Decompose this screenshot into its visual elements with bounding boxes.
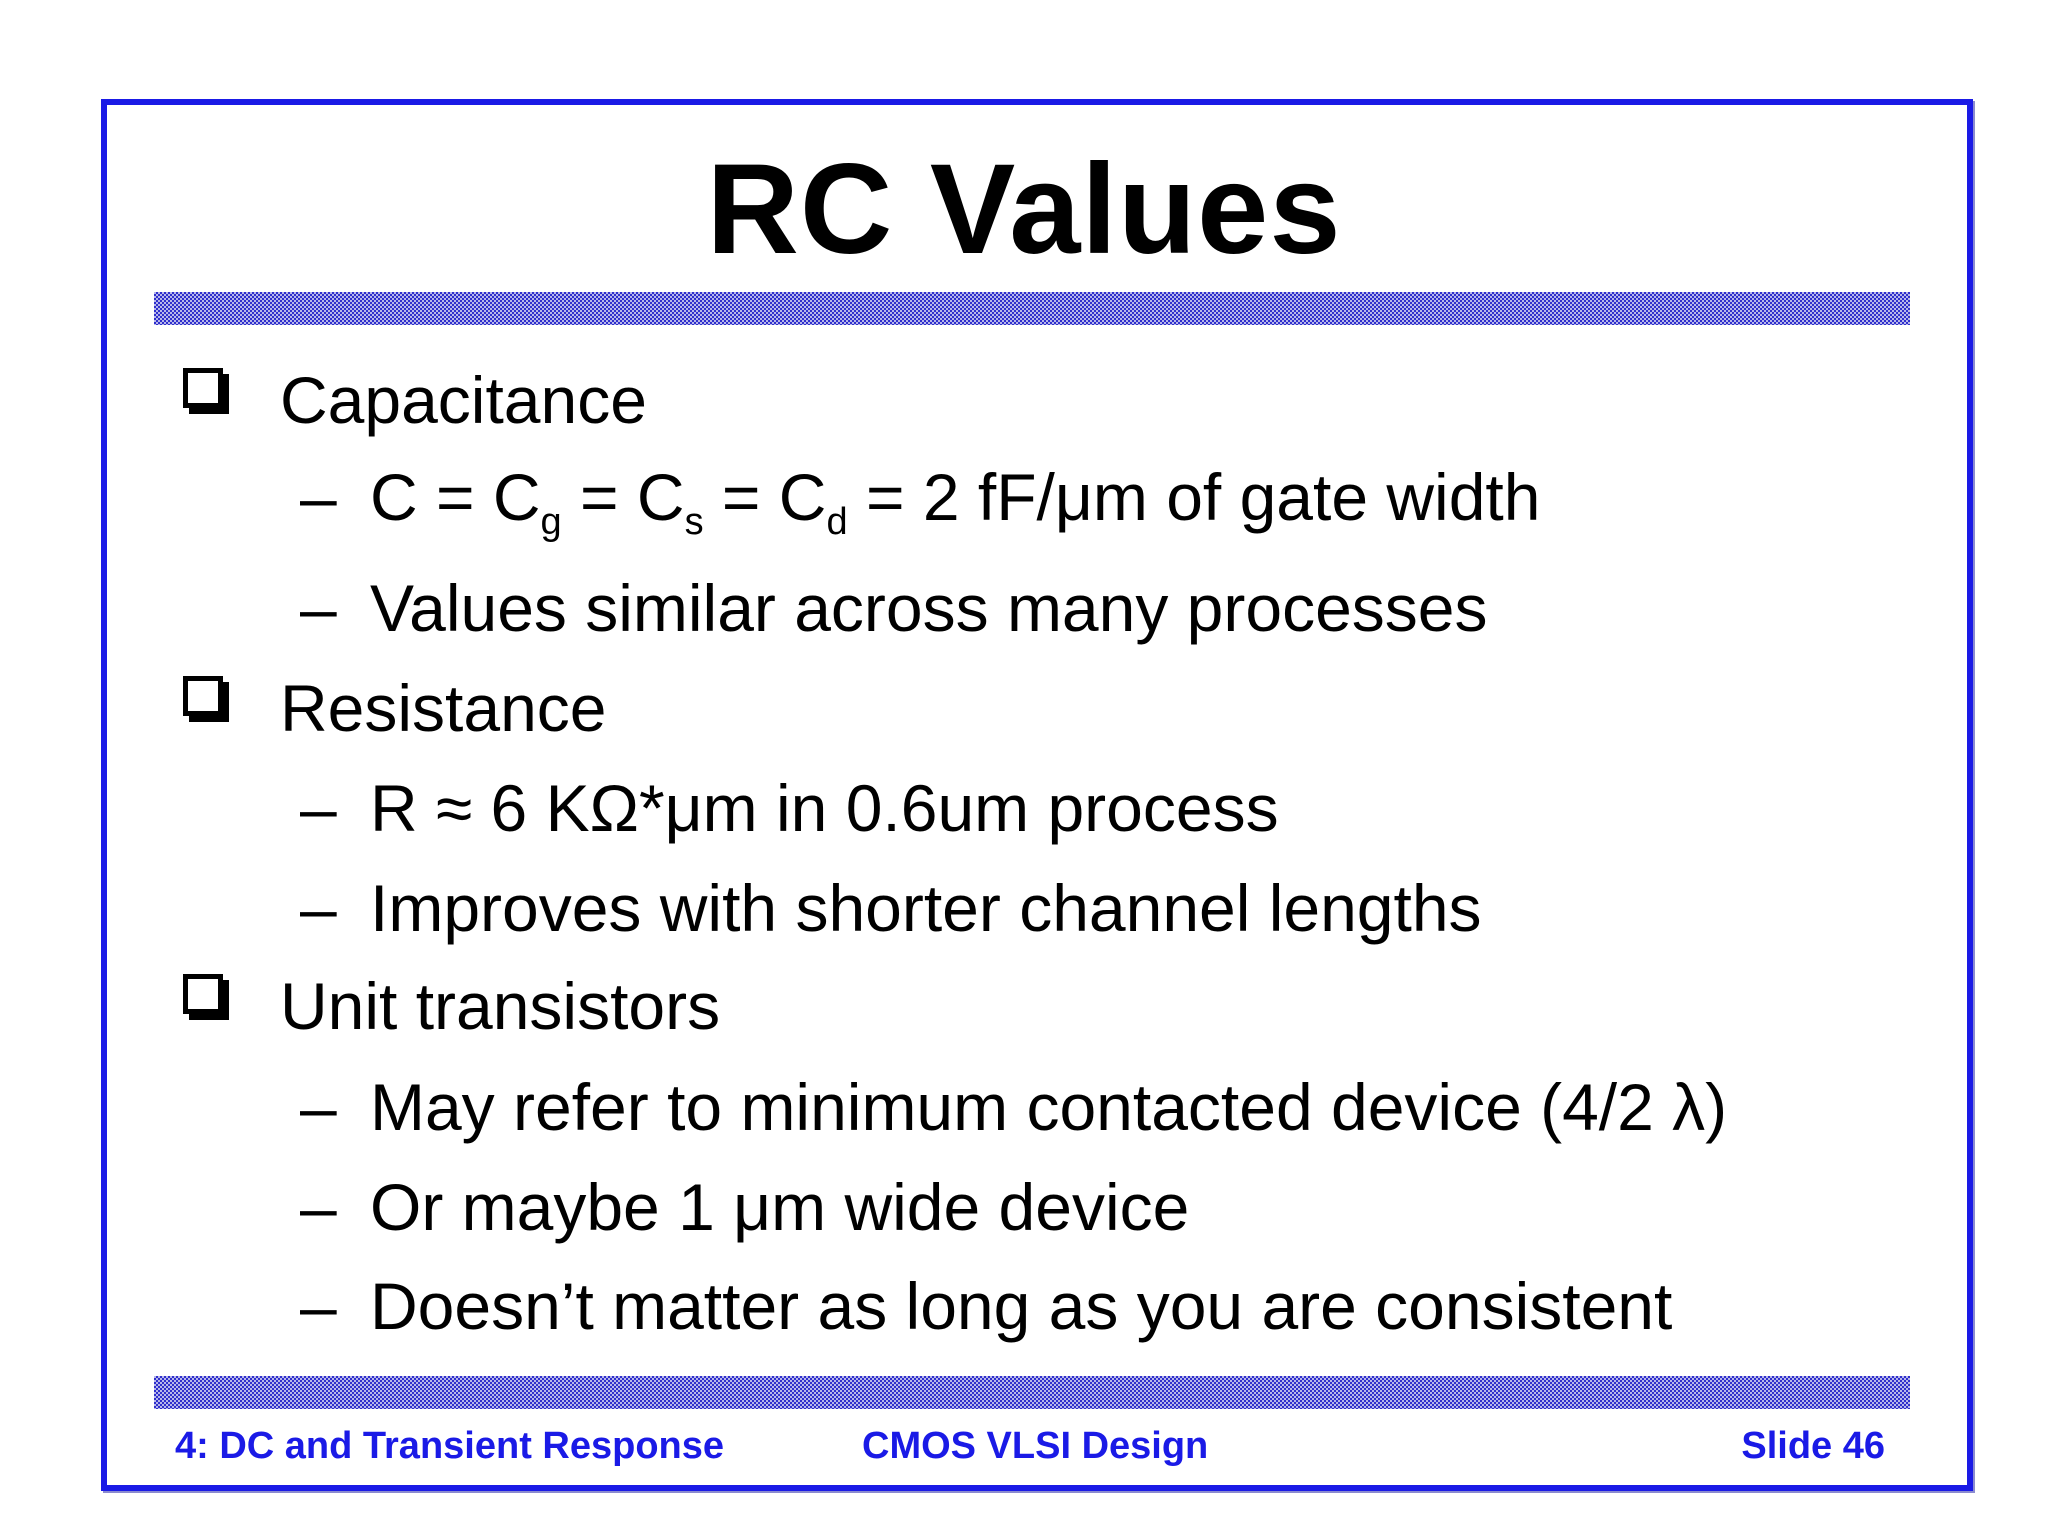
- bullet-resistance: Resistance: [280, 671, 607, 745]
- dash-icon: –: [300, 460, 337, 534]
- footer-chapter: 4: DC and Transient Response: [175, 1425, 725, 1467]
- dash-icon: –: [300, 871, 337, 945]
- dash-icon: –: [300, 571, 337, 645]
- sub-item-capacitance-formula: –C = Cg = Cs = Cd = 2 fF/μm of gate widt…: [300, 457, 1540, 541]
- dash-icon: –: [300, 1070, 337, 1144]
- bullet-unit-transistors: Unit transistors: [280, 969, 721, 1043]
- sub-item-unit-consistent: –Doesn’t matter as long as you are consi…: [300, 1266, 1672, 1346]
- checkbox-square-icon: [183, 368, 223, 408]
- sub-item-unit-minimum: –May refer to minimum contacted device (…: [300, 1067, 1727, 1147]
- slide-title: RC Values: [706, 138, 1342, 281]
- footer-slide-number: Slide 46: [1741, 1425, 1885, 1467]
- sub-item-resistance-improves: –Improves with shorter channel lengths: [300, 868, 1482, 948]
- checkbox-square-icon: [183, 676, 223, 716]
- checkbox-square-icon: [183, 974, 223, 1014]
- bullet-capacitance: Capacitance: [280, 363, 647, 437]
- footer-course: CMOS VLSI Design: [862, 1425, 1209, 1467]
- title-divider-pattern: [154, 292, 1910, 325]
- footer-divider-pattern: [154, 1376, 1910, 1409]
- sub-item-resistance-value: –R ≈ 6 KΩ*μm in 0.6um process: [300, 768, 1279, 848]
- dash-icon: –: [300, 1170, 337, 1244]
- dash-icon: –: [300, 1269, 337, 1343]
- slide-frame: [101, 99, 1973, 1491]
- dash-icon: –: [300, 771, 337, 845]
- sub-item-capacitance-values: –Values similar across many processes: [300, 568, 1488, 648]
- sub-item-unit-1um: –Or maybe 1 μm wide device: [300, 1167, 1189, 1247]
